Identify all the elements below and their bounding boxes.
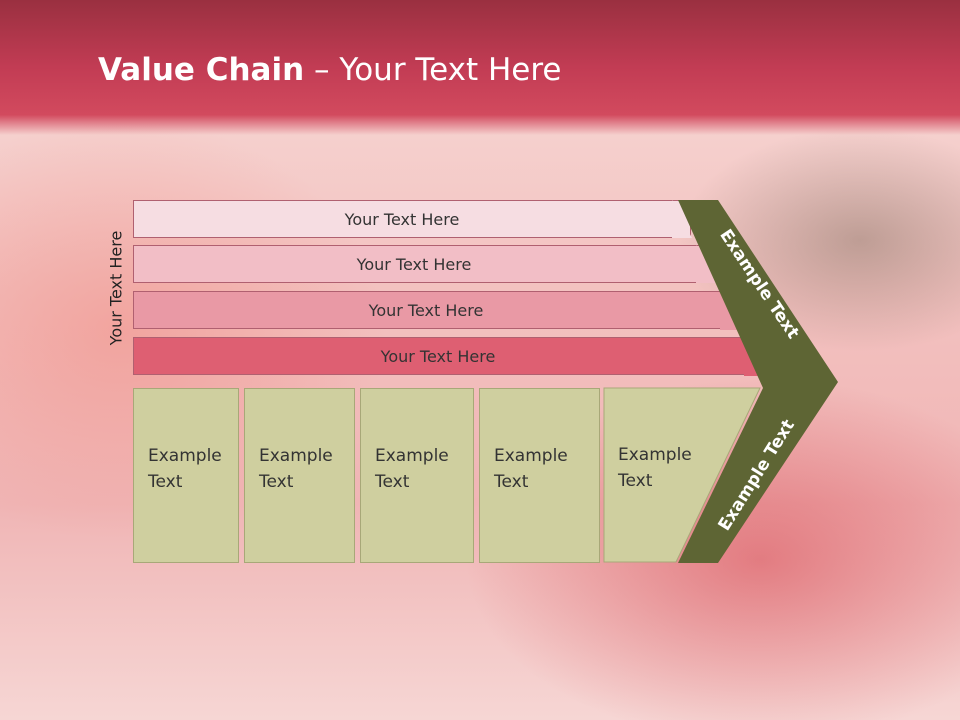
card-2-line1: Example [259,446,333,466]
card-1-line2: Text [148,472,183,492]
card-1-line1: Example [148,446,222,466]
bar-2-end [696,245,716,283]
bar-4: Your Text Here [133,337,763,375]
title-rest: – Your Text Here [304,52,562,88]
chevron-shape [678,200,838,563]
card-5-line1: Example [618,445,692,465]
card-5-slant [603,387,761,563]
bar-3-label: Your Text Here [368,300,484,320]
card-3-line2: Text [375,472,410,492]
bar-1: Your Text Here [133,200,691,238]
bar-4-label: Your Text Here [380,346,496,366]
title-band [0,0,960,135]
card-3-line1: Example [375,446,449,466]
title-bold: Value Chain [98,52,305,88]
page-title: Value Chain – Your Text Here [98,52,561,88]
card-4-line2: Text [494,472,529,492]
card-2-line2: Text [259,472,294,492]
bar-3: Your Text Here [133,291,739,329]
card-5-line2: Text [618,471,653,491]
bar-2: Your Text Here [133,245,715,283]
card-4-line1: Example [494,446,568,466]
bar-1-label: Your Text Here [344,209,460,229]
bar-2-label: Your Text Here [356,254,472,274]
bar-1-end [672,200,692,238]
